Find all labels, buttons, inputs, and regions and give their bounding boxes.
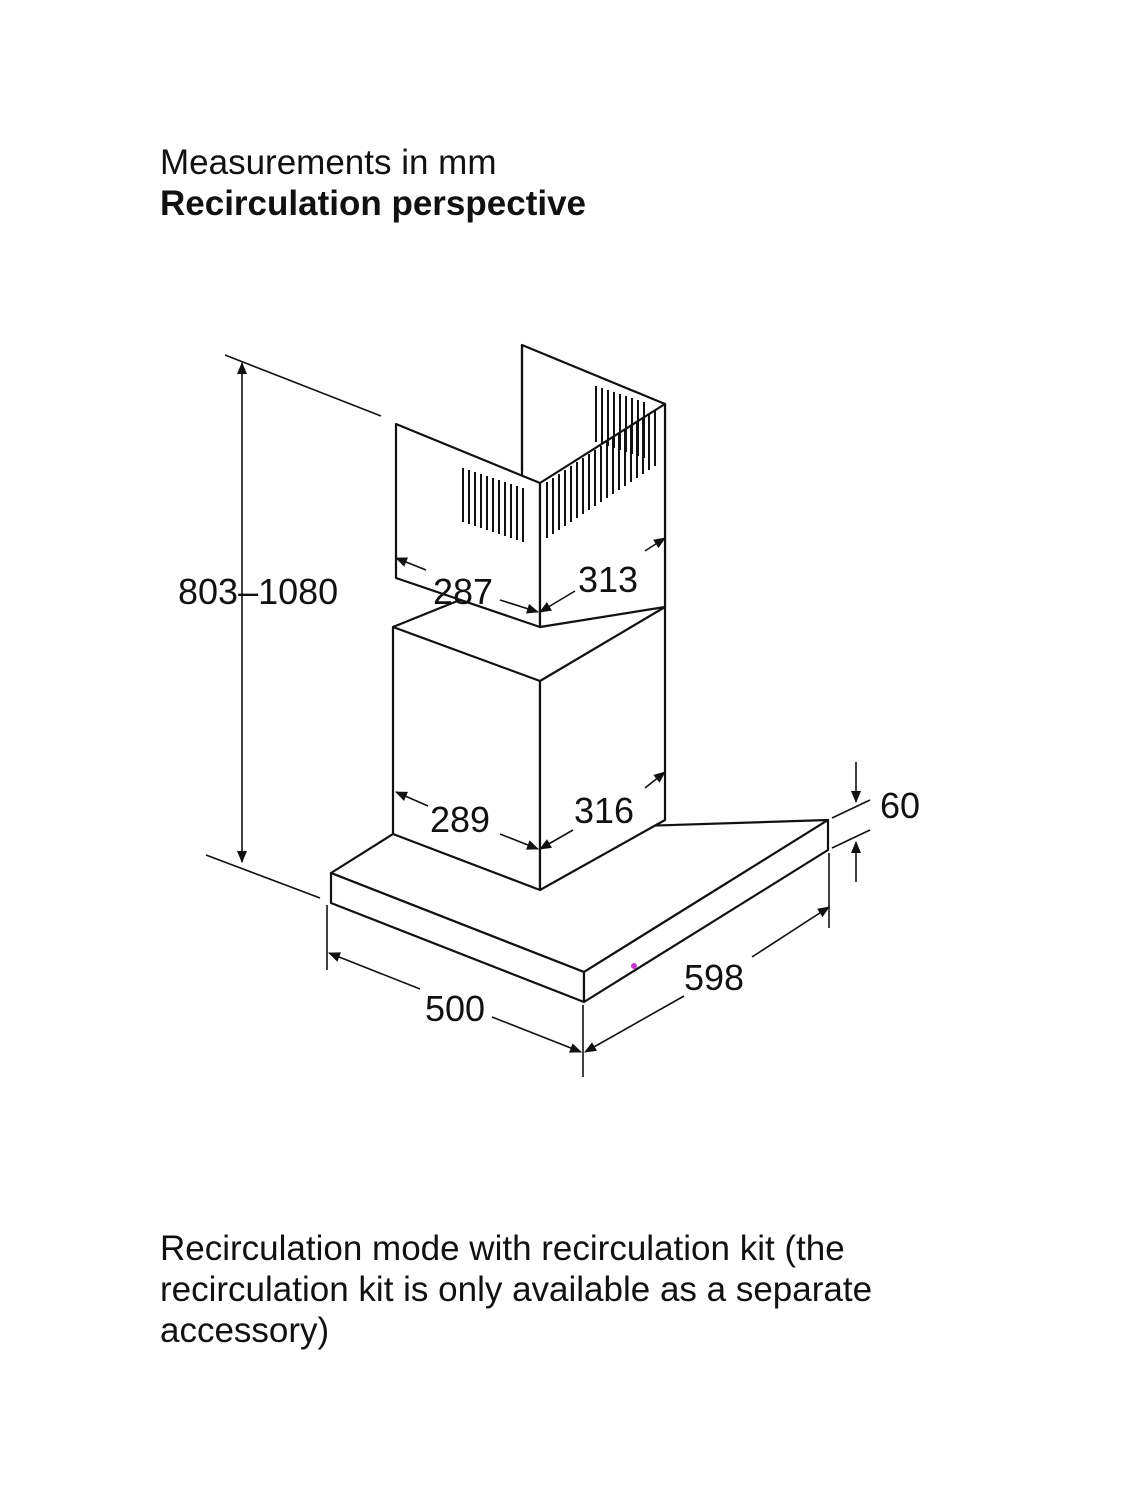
height-dimension xyxy=(205,354,382,899)
lower-depth-dimension xyxy=(539,771,666,850)
indicator-dot xyxy=(631,963,637,969)
upper-chimney xyxy=(394,343,667,629)
diagram-caption: Recirculation mode with recirculation ki… xyxy=(160,1229,873,1350)
view-title: Recirculation perspective xyxy=(160,184,586,223)
width-dimension xyxy=(584,853,830,1053)
width-label: 598 xyxy=(684,957,744,998)
upper-depth-label: 313 xyxy=(578,559,638,600)
height-label: 803–1080 xyxy=(178,571,338,612)
lower-chimney xyxy=(391,573,667,892)
dimension-lines xyxy=(205,354,871,1077)
lower-width-dimension xyxy=(395,791,539,850)
depth-label: 500 xyxy=(425,988,485,1029)
dimension-labels: 803–1080 287 313 289 316 60 500 598 xyxy=(178,559,920,1029)
upper-width-dimension xyxy=(395,557,539,614)
upper-width-label: 287 xyxy=(433,571,493,612)
diagram-header: Measurements in mm Recirculation perspec… xyxy=(160,143,1060,225)
vent-slots xyxy=(462,386,656,542)
lower-depth-label: 316 xyxy=(574,790,634,831)
thickness-dimension xyxy=(831,762,871,882)
depth-dimension xyxy=(326,905,584,1077)
hood-outline xyxy=(329,343,830,1004)
lower-width-label: 289 xyxy=(430,799,490,840)
units-note: Measurements in mm xyxy=(160,143,497,182)
thickness-label: 60 xyxy=(880,785,920,826)
upper-depth-dimension xyxy=(539,537,666,613)
